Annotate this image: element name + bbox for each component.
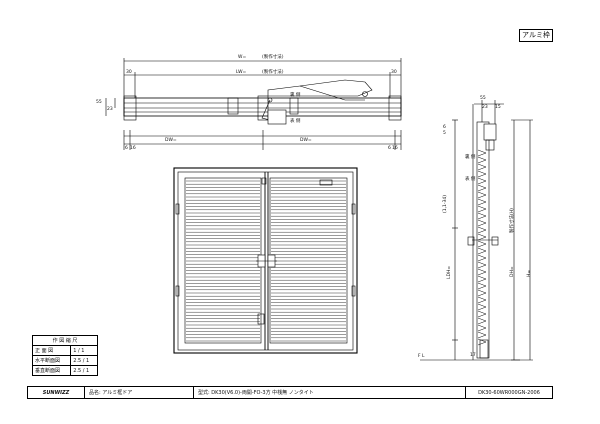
plan-w-note: (製作寸法) (262, 53, 284, 60)
section-dim-55: 55 (480, 95, 486, 101)
section-fl-17: 17 (470, 352, 476, 358)
door-closer-arm (261, 79, 373, 125)
section-slat (477, 149, 487, 157)
section-slat (477, 310, 487, 318)
scale-row-value: 1 / 1 (70, 345, 98, 356)
plan-dim-br-16: 16 (392, 145, 398, 151)
plan-lw-label: LW= (236, 69, 247, 75)
plan-dim-55: 55 (96, 99, 102, 105)
section-slat (477, 219, 487, 227)
plan-lw-note: (製作寸法) (262, 68, 284, 75)
section-side-6: 6 (443, 124, 446, 130)
section-slat (477, 240, 487, 248)
section-slat (477, 324, 487, 332)
scale-row-value: 2.5 / 1 (70, 355, 98, 366)
section-slat (477, 184, 487, 192)
section-slat (477, 163, 487, 171)
plan-dim-left-30: 30 (126, 69, 132, 75)
brand-logo: SUNWIZZ (28, 387, 85, 398)
title-block: SUNWIZZ 品名: アルミ框ドア 型式: DK30(V6.0)-両開-FO-… (27, 386, 553, 399)
plan-dim-br-6: 6 (388, 145, 391, 151)
section-slat (477, 289, 487, 297)
section-slat (477, 303, 487, 311)
section-ura-label: 裏 側 (465, 153, 476, 160)
section-slat (477, 170, 487, 178)
section-dim-15: 15 (495, 104, 501, 110)
aluminum-frame-badge: アルミ枠 (519, 29, 553, 42)
section-slat (477, 191, 487, 199)
section-slat (477, 261, 487, 269)
section-slat (477, 282, 487, 290)
section-h: H= (526, 270, 532, 277)
plan-w-label: W= (238, 54, 246, 60)
plan-ura-label: 裏 側 (290, 91, 301, 98)
plan-dw-left: DW= (165, 137, 177, 143)
section-slat (477, 226, 487, 234)
section-slat (477, 317, 487, 325)
section-slat (477, 247, 487, 255)
section-omote-label: 表 側 (465, 175, 476, 182)
product-name: 品名: アルミ框ドア (85, 387, 194, 398)
scale-row-label: 水平断面図 (31, 355, 72, 366)
section-fl: F L (418, 353, 425, 359)
section-outer-h: 製作寸法(H) (508, 208, 515, 233)
section-slat (477, 198, 487, 206)
plan-dim-bl-6: 6 (125, 145, 128, 151)
section-dim-23: 23 (482, 104, 488, 110)
section-slat (477, 233, 487, 241)
section-slat (477, 296, 487, 304)
section-slat (477, 205, 487, 213)
scale-row-value: 2.5 / 1 (70, 365, 98, 376)
plan-dim-23: 23 (107, 106, 113, 112)
section-side-5: 5 (443, 130, 446, 136)
section-slat (477, 254, 487, 262)
model-spec: 型式: DK30(V6.0)-両開-FO-3方 中桟無 ノンタイト (194, 387, 466, 398)
scale-row-label: 正 面 図 (31, 345, 72, 356)
plan-omote-label: 表 側 (290, 117, 301, 124)
plan-dw-right: DW= (300, 137, 312, 143)
section-mid-dim: (1,1-34) (442, 195, 448, 213)
section-ldh: LDH= (446, 266, 452, 279)
plan-section (105, 58, 402, 150)
scale-row-label: 垂直断面図 (31, 365, 72, 376)
section-slat (477, 156, 487, 164)
section-slat (477, 177, 487, 185)
section-slat (477, 275, 487, 283)
plan-dim-right-30: 30 (391, 69, 397, 75)
front-elevation (173, 167, 358, 354)
drawing-code: DK30-60WR000GN-2006 (478, 389, 540, 396)
scale-header: 作 図 縮 尺 (32, 335, 98, 346)
vertical-section (420, 100, 533, 361)
section-dh: DH= (509, 266, 515, 277)
section-slat (477, 331, 487, 339)
section-slat (477, 212, 487, 220)
section-slat (477, 268, 487, 276)
plan-dim-bl-16: 16 (130, 145, 136, 151)
